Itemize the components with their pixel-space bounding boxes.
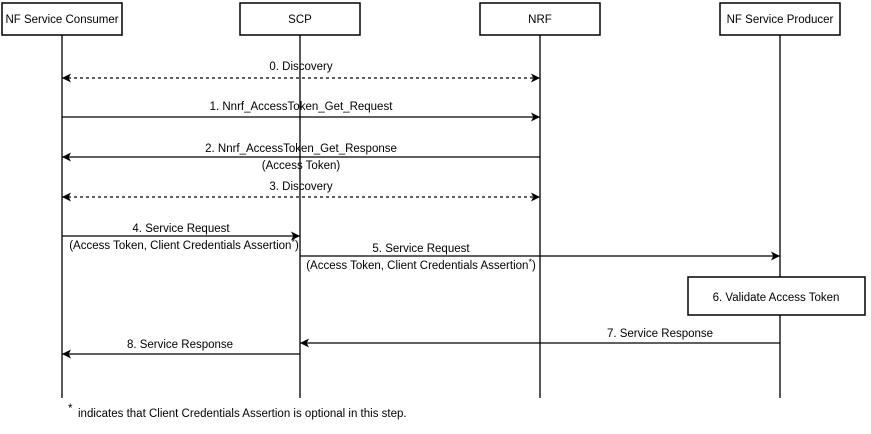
message-1-access-token-get-request: 1. Nnrf_AccessToken_Get_Request	[62, 101, 540, 122]
message-5-service-request: 5. Service Request (Access Token, Client…	[300, 243, 780, 272]
action-box	[687, 276, 866, 316]
message-5-sublabel-close: )	[532, 260, 536, 272]
message-4-sublabel-main: (Access Token, Client Credentials Assert…	[69, 240, 291, 252]
message-4-sublabel: (Access Token, Client Credentials Assert…	[69, 237, 299, 252]
message-4-label: 4. Service Request	[132, 223, 230, 235]
message-5-label: 5. Service Request	[372, 243, 470, 255]
actor-scp: SCP	[239, 2, 361, 36]
message-5-sublabel-sup: *	[528, 257, 532, 267]
footnote-asterisk: *	[68, 403, 73, 415]
message-2-access-token-get-response: 2. Nnrf_AccessToken_Get_Response (Access…	[62, 143, 540, 172]
actor-box	[479, 2, 601, 36]
actor-label: NRF	[528, 14, 552, 26]
actor-box	[1, 2, 123, 36]
footnote: * indicates that Client Credentials Asse…	[68, 403, 407, 420]
actor-label: NF Service Producer	[727, 14, 834, 26]
message-4-sublabel-close: )	[295, 240, 299, 252]
message-3-label: 3. Discovery	[269, 181, 333, 193]
message-8-service-response: 8. Service Response	[62, 339, 300, 359]
action-6-validate-access-token: 6. Validate Access Token	[687, 276, 866, 316]
message-4-sublabel-sup: *	[291, 237, 295, 247]
message-4-service-request: 4. Service Request (Access Token, Client…	[62, 223, 300, 252]
message-0-discovery: 0. Discovery	[62, 61, 540, 83]
message-2-label: 2. Nnrf_AccessToken_Get_Response	[205, 143, 397, 155]
message-5-sublabel-main: (Access Token, Client Credentials Assert…	[306, 260, 528, 272]
actor-label: NF Service Consumer	[5, 14, 118, 26]
message-3-discovery: 3. Discovery	[62, 181, 540, 202]
actor-nf-service-producer: NF Service Producer	[719, 2, 841, 36]
message-1-label: 1. Nnrf_AccessToken_Get_Request	[210, 101, 394, 113]
message-7-label: 7. Service Response	[607, 328, 713, 340]
actor-label: SCP	[288, 14, 312, 26]
actor-box	[719, 2, 841, 36]
message-8-label: 8. Service Response	[127, 339, 233, 351]
footnote-text: indicates that Client Credentials Assert…	[78, 408, 407, 420]
message-0-label: 0. Discovery	[269, 61, 333, 73]
message-2-sublabel: (Access Token)	[262, 160, 341, 172]
message-5-sublabel: (Access Token, Client Credentials Assert…	[306, 257, 536, 272]
actor-nrf: NRF	[479, 2, 601, 36]
action-6-label: 6. Validate Access Token	[713, 292, 840, 304]
actor-box	[239, 2, 361, 36]
message-7-service-response: 7. Service Response	[300, 328, 780, 348]
actor-nf-service-consumer: NF Service Consumer	[1, 2, 123, 36]
